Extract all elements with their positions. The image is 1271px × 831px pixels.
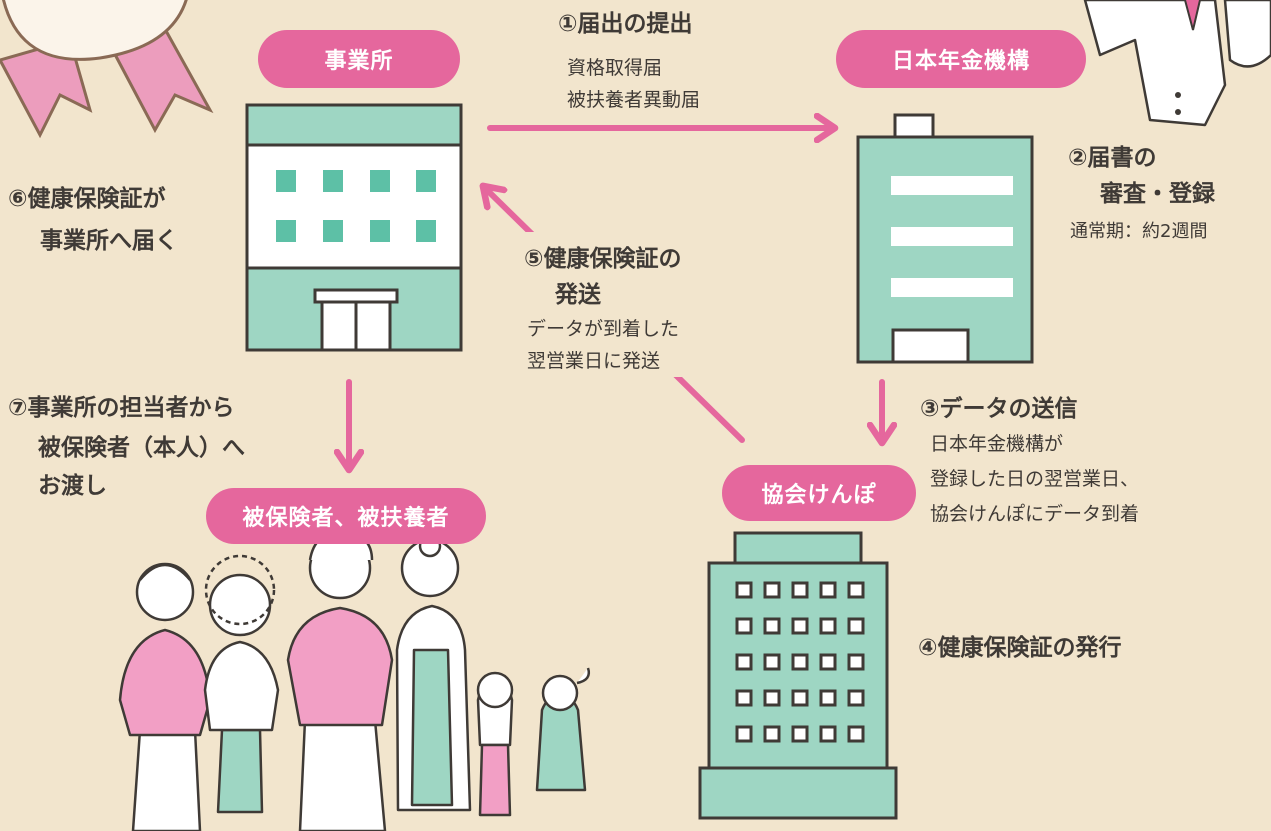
step1-note-1: 資格取得届 [567, 57, 663, 79]
step5-note-1: データが到着した [527, 318, 680, 340]
step5-title-2: 発送 [555, 282, 601, 308]
grandmother-figure [203, 554, 280, 814]
mother-figure [395, 534, 472, 812]
kyokai-building-icon [698, 531, 898, 820]
award-ribbon-icon [0, 0, 214, 139]
kyokai-label: 協会けんぽ [722, 465, 916, 521]
step2-title-1: ②届書の [1068, 145, 1157, 171]
father-figure [286, 530, 394, 831]
step3-note-1: 日本年金機構が [930, 433, 1064, 455]
office-building-icon [245, 103, 463, 352]
step3-note-3: 協会けんぽにデータ到着 [930, 503, 1140, 525]
step6-title-1: ⑥健康保険証が [8, 186, 166, 212]
step2-title-2: 審査・登録 [1100, 181, 1215, 207]
step5-title-1: ⑤健康保険証の [524, 246, 682, 272]
step1-title: ①届出の提出 [558, 11, 693, 37]
office-label: 事業所 [258, 30, 460, 88]
pension-org-label: 日本年金機構 [836, 30, 1086, 88]
step1-note-2: 被扶養者異動届 [567, 89, 701, 111]
girl-figure [535, 667, 591, 792]
step7-title-3: お渡し [38, 473, 107, 499]
step2-note: 通常期：約2週間 [1070, 221, 1208, 242]
boy-figure [476, 671, 514, 817]
step7-title-2: 被保険者（本人）へ [38, 435, 245, 461]
step3-note-2: 登録した日の翌営業日、 [930, 468, 1140, 490]
step6-title-2: 事業所へ届く [40, 228, 178, 254]
kyokai-windows [735, 581, 865, 743]
family-illustration [118, 530, 591, 831]
insured-label: 被保険者、被扶養者 [206, 488, 486, 544]
step7-title-1: ⑦事業所の担当者から [8, 395, 235, 421]
step5-note-2: 翌営業日に発送 [527, 350, 661, 372]
step3-title: ③データの送信 [920, 396, 1078, 422]
grandfather-figure [118, 562, 212, 831]
doctor-illustration [1083, 0, 1271, 127]
pension-org-building-icon [856, 113, 1034, 364]
step4-title: ④健康保険証の発行 [918, 635, 1122, 661]
